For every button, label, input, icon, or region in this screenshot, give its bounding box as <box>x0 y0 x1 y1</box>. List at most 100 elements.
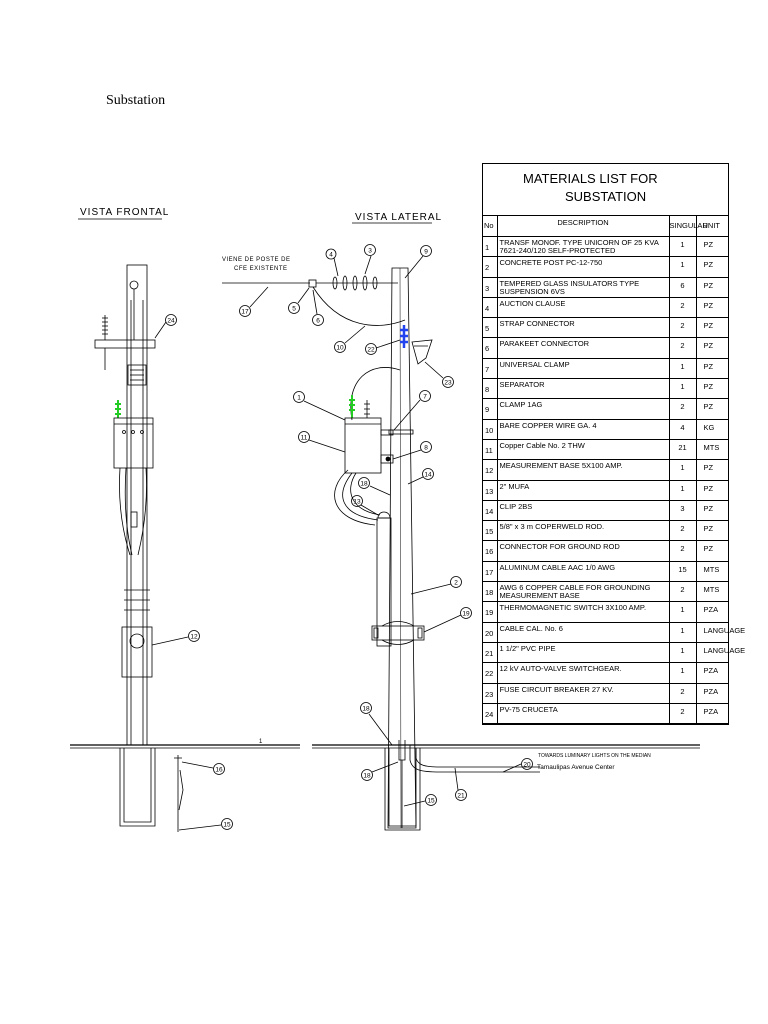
cell-qty: 2 <box>668 682 697 704</box>
page-title: Substation <box>106 93 166 108</box>
svg-text:1: 1 <box>297 395 301 402</box>
callout-4: 4 <box>325 248 339 277</box>
svg-text:12: 12 <box>190 634 198 641</box>
svg-text:11: 11 <box>301 435 308 442</box>
svg-text:1: 1 <box>259 739 263 745</box>
front-meter <box>129 633 145 649</box>
cell-no: 18 <box>483 581 498 603</box>
callout-6: 6 <box>312 289 324 326</box>
cell-description: 12 kV AUTO-VALVE SWITCHGEAR. <box>496 662 670 684</box>
svg-text:7: 7 <box>423 394 427 401</box>
callout-18-c: 18 <box>361 761 399 781</box>
cell-description: UNIVERSAL CLAMP <box>496 357 670 380</box>
side-green-bushing <box>349 395 355 418</box>
side-view: VISTA LATERAL VIENE DE POSTE DE CFE EXIS… <box>222 212 700 831</box>
cell-qty: 6 <box>668 276 697 298</box>
materials-title-line1: MATERIALS LIST FOR <box>523 171 658 186</box>
cell-qty: 2 <box>668 520 697 542</box>
cell-no: 13 <box>483 479 498 501</box>
cell-qty: 1 <box>668 662 697 684</box>
header-unit: UNIT <box>695 216 728 237</box>
callout-23: 23 <box>424 361 454 388</box>
header-no: No <box>483 216 498 237</box>
cell-no: 7 <box>483 357 498 380</box>
cell-qty: 1 <box>668 479 697 501</box>
cell-unit: PZ <box>695 378 728 400</box>
cell-qty: 2 <box>668 540 697 562</box>
cell-qty: 3 <box>668 499 697 522</box>
cell-description: PV-75 CRUCETA <box>496 702 670 725</box>
cell-unit: PZ <box>695 236 728 258</box>
callout-7: 7 <box>393 390 431 431</box>
front-mufa <box>130 511 138 528</box>
materials-list: MATERIALS LIST FOR SUBSTATION No DESCRIP… <box>482 163 745 725</box>
cell-unit: PZ <box>695 499 728 522</box>
front-pit <box>119 748 156 827</box>
callout-12: 12 <box>151 630 200 646</box>
table-header-row: No DESCRIPTION SINGULAR UNIT <box>483 216 728 237</box>
cell-unit: PZ <box>695 459 728 481</box>
cell-no: 16 <box>483 540 498 562</box>
svg-text:19: 19 <box>462 611 470 618</box>
svg-text:22: 22 <box>367 347 375 354</box>
callout-8: 8 <box>392 441 432 460</box>
cell-description: STRAP CONNECTOR <box>496 317 670 339</box>
cell-unit: PZ <box>695 520 728 542</box>
cell-no: 23 <box>483 682 498 704</box>
callout-10: 10 <box>334 325 366 353</box>
cell-no: 9 <box>483 398 498 420</box>
cell-no: 5 <box>483 317 498 339</box>
cell-unit: PZA <box>695 702 728 725</box>
front-clamp <box>129 280 139 290</box>
materials-title-line2: SUBSTATION <box>565 189 647 204</box>
cell-description: MEASUREMENT BASE 5X100 AMP. <box>496 459 670 481</box>
cell-description: CLAMP 1AG <box>496 398 670 420</box>
materials-title: MATERIALS LIST FOR SUBSTATION <box>483 164 728 216</box>
cell-qty: 1 <box>668 621 697 643</box>
side-pole <box>387 267 417 829</box>
cell-no: 11 <box>483 438 498 461</box>
callout-15: 15 <box>178 818 233 831</box>
cell-unit: PZ <box>695 276 728 298</box>
side-loop-wire <box>350 367 401 421</box>
cell-qty: 2 <box>668 398 697 420</box>
cell-qty: 2 <box>668 296 697 319</box>
callout-9: 9 <box>404 245 432 279</box>
cell-unit: KG <box>695 418 728 440</box>
cell-no: 6 <box>483 337 498 359</box>
cell-unit: PZA <box>695 601 728 623</box>
callout-19: 19 <box>423 607 472 633</box>
front-green-bushing <box>115 400 121 418</box>
cell-description: CONNECTOR FOR GROUND ROD <box>496 540 670 562</box>
cell-description: FUSE CIRCUIT BREAKER 27 KV. <box>496 682 670 704</box>
cell-no: 14 <box>483 499 498 522</box>
svg-text:20: 20 <box>523 762 531 769</box>
front-pole <box>126 264 148 746</box>
cell-description: 5/8" x 3 m COPERWELD ROD. <box>496 520 670 542</box>
callout-3: 3 <box>364 244 376 275</box>
callout-21: 21 <box>454 767 467 801</box>
svg-text:18: 18 <box>362 706 370 713</box>
callout-20: 20 <box>502 758 533 773</box>
cell-qty: 21 <box>668 438 697 461</box>
underground-conduit <box>409 745 540 773</box>
svg-text:24: 24 <box>167 318 175 325</box>
svg-text:6: 6 <box>316 318 320 325</box>
svg-text:4: 4 <box>329 252 333 259</box>
cell-qty: 2 <box>668 581 697 603</box>
svg-text:10: 10 <box>336 345 344 352</box>
cell-description: Copper Cable No. 2 THW <box>496 438 670 461</box>
cell-qty: 2 <box>668 317 697 339</box>
svg-text:2: 2 <box>454 580 458 587</box>
cell-qty: 1 <box>668 641 697 664</box>
